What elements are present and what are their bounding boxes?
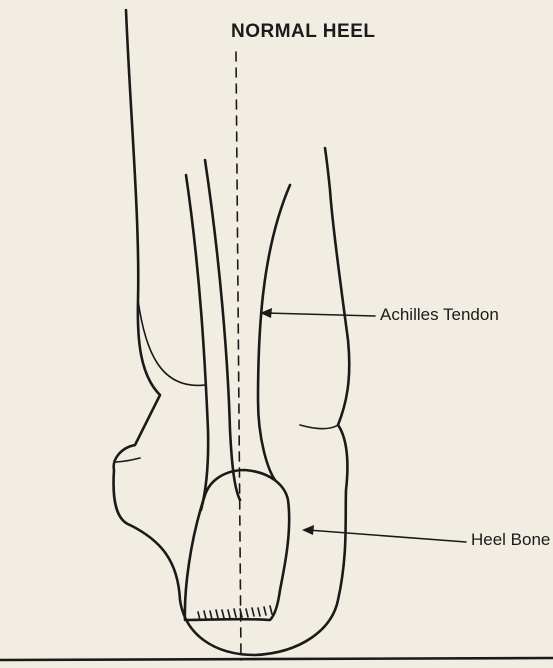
achilles-leader-arrow xyxy=(260,308,375,318)
center-axis xyxy=(236,52,241,660)
tendon-right-edge xyxy=(258,185,290,480)
diagram-title: NORMAL HEEL xyxy=(231,21,375,43)
tendon-left-edge xyxy=(186,175,208,510)
heel-bone-label: Heel Bone xyxy=(471,530,550,550)
ground-line xyxy=(0,658,553,660)
achilles-tendon-label: Achilles Tendon xyxy=(380,305,499,325)
heel-bone-leader-arrow xyxy=(302,525,466,542)
bone-cartilage-hatch xyxy=(198,606,272,620)
heel-fold xyxy=(114,458,140,462)
ankle-inner-contour xyxy=(138,300,205,385)
leg-outline xyxy=(114,10,350,655)
ankle-outer-contour xyxy=(300,425,338,429)
tendon-inner-left xyxy=(205,160,240,500)
